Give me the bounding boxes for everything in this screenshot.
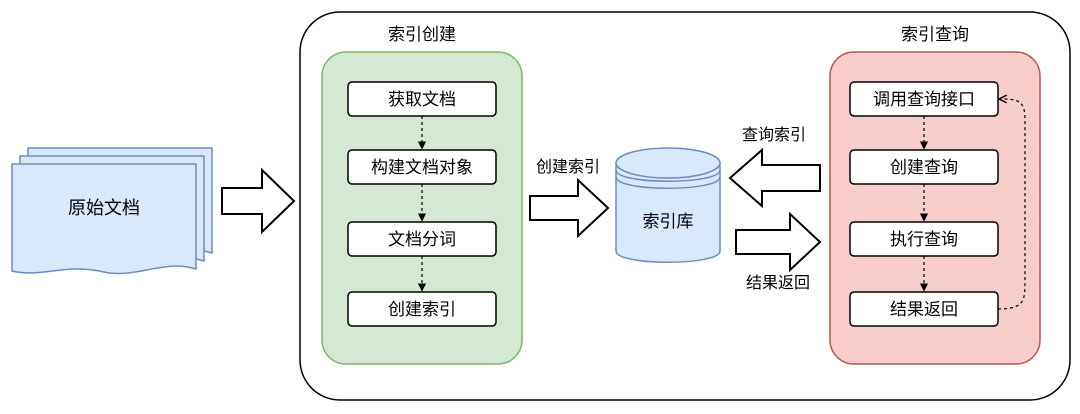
build-to-db-arrow	[529, 177, 610, 239]
step-execute-query-label: 执行查询	[890, 230, 958, 250]
outer-container	[299, 11, 1071, 401]
query-loop-connector	[997, 99, 1026, 310]
step-build-doc-object-label: 构建文档对象	[371, 158, 473, 178]
doc-to-build-arrow	[221, 167, 296, 235]
db-to-query-arrow	[735, 211, 822, 273]
return-result-edge-label: 结果返回	[746, 273, 810, 292]
create-index-edge-label: 创建索引	[536, 157, 600, 176]
source-document: 原始文档	[11, 147, 213, 275]
index-query-title: 索引查询	[901, 25, 969, 45]
index-database: 索引库	[615, 147, 721, 263]
index-database-label: 索引库	[643, 212, 694, 232]
step-return-result-label: 结果返回	[890, 300, 958, 320]
step-create-index-label: 创建索引	[388, 300, 456, 320]
step-call-query-api-label: 调用查询接口	[873, 90, 975, 110]
source-document-label: 原始文档	[68, 198, 140, 219]
index-build-group: 索引创建 获取文档 构建文档对象 文档分词 创建索引	[321, 25, 523, 365]
step-get-document-label: 获取文档	[388, 90, 456, 110]
index-query-group: 索引查询 调用查询接口 创建查询 执行查询 结果返回	[829, 25, 1041, 365]
query-index-edge-label: 查询索引	[742, 125, 806, 144]
step-create-index	[347, 291, 497, 327]
query-to-db-arrow	[728, 147, 821, 209]
step-create-query-label: 创建查询	[890, 158, 958, 178]
index-build-title: 索引创建	[388, 25, 456, 45]
step-tokenize-label: 文档分词	[388, 230, 456, 250]
